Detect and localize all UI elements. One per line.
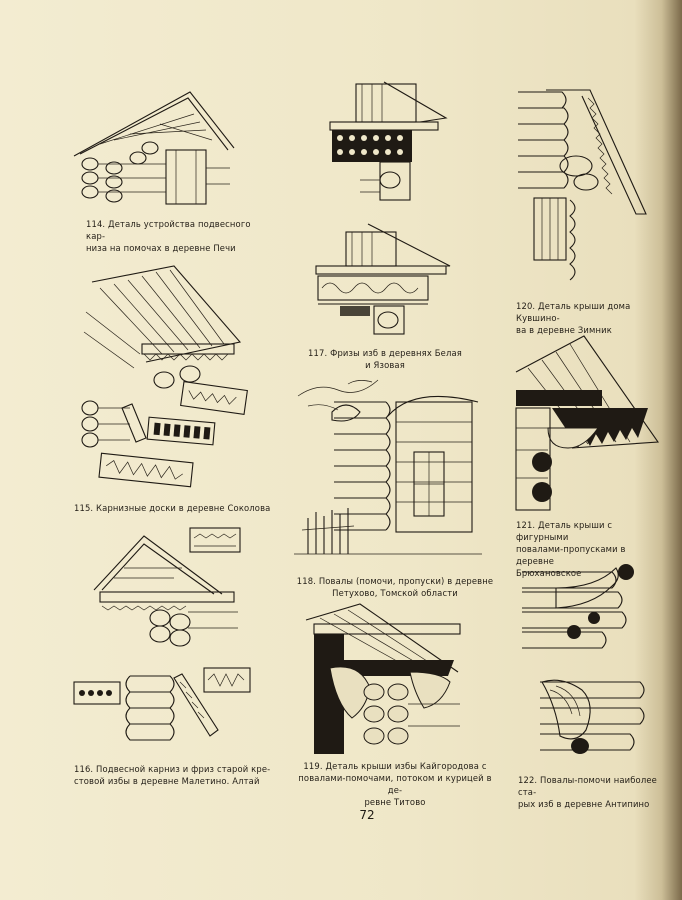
caption-115: 115. Карнизные доски в деревне Соколова [74, 503, 271, 513]
figure-119-roof-drawing [305, 603, 461, 754]
figure-121-roof-drawing [515, 335, 660, 511]
caption-114: 114. Деталь устройства подвесного кар- н… [86, 219, 251, 253]
figure-120-roof-drawing [518, 89, 647, 281]
figure-122-brackets-drawing [522, 564, 645, 754]
figure-118-log-house-drawing [294, 379, 482, 555]
figure-116-eaves-frieze-drawing [73, 527, 251, 741]
figure-114-eaves-drawing [73, 91, 235, 205]
caption-118: 118. Повалы (помочи, пропуски) в деревне… [296, 576, 494, 598]
figure-115-cornice-boards-drawing [81, 265, 248, 488]
page-number: 72 [359, 808, 375, 822]
figure-117-frieze-drawing [315, 81, 451, 335]
caption-119: 119. Деталь крыши избы Кайгородова с пов… [298, 761, 492, 807]
caption-122: 122. Повалы-помочи наиболее ста- рых изб… [518, 775, 657, 809]
caption-121: 121. Деталь крыши с фигурными повалами-п… [516, 520, 626, 578]
caption-117: 117. Фризы изб в деревнях Белая и Язовая [308, 348, 462, 370]
caption-116: 116. Подвесной карниз и фриз старой кре-… [74, 764, 271, 786]
caption-120: 120. Деталь крыши дома Кувшино- ва в дер… [516, 301, 631, 335]
